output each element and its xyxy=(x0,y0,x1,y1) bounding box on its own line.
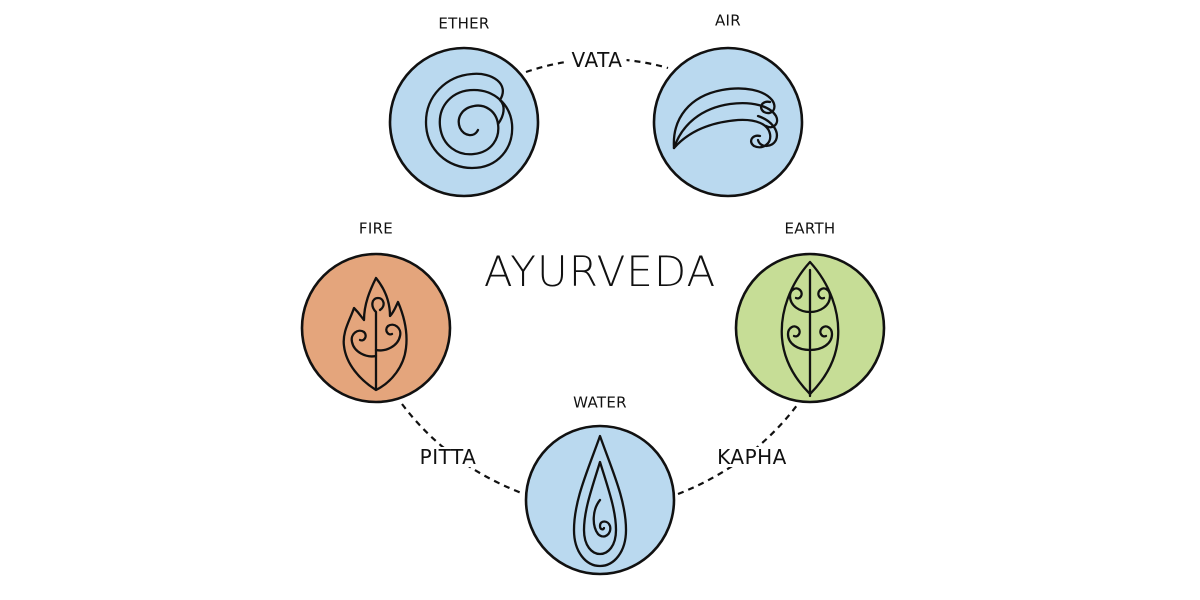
water-element xyxy=(524,424,676,576)
air-element xyxy=(652,46,804,198)
flame-icon xyxy=(342,276,408,392)
dosha-label-kapha: KAPHA xyxy=(713,447,791,467)
element-label-water: WATER xyxy=(573,393,627,412)
spiral-icon xyxy=(424,72,514,170)
element-label-air: AIR xyxy=(714,11,742,30)
earth-element xyxy=(734,252,886,404)
leaf-icon xyxy=(780,260,840,398)
pitta-connector xyxy=(401,403,525,496)
element-label-ether: ETHER xyxy=(438,14,490,33)
dosha-label-pitta: PITTA xyxy=(415,447,481,467)
element-label-earth: EARTH xyxy=(784,219,836,238)
dosha-label-vata: VATA xyxy=(567,50,627,70)
element-label-fire: FIRE xyxy=(358,219,394,238)
kapha-connector xyxy=(677,403,799,496)
ether-element xyxy=(388,46,540,198)
diagram-title: AYURVEDA xyxy=(483,247,717,296)
fire-element xyxy=(300,252,452,404)
water-drop-icon xyxy=(572,434,628,568)
wind-icon xyxy=(672,87,779,150)
